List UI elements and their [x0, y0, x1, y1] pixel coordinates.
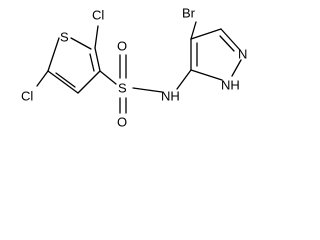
bond-c2-c3 — [94, 47, 101, 72]
bond-s1-c5 — [47, 37, 60, 72]
molecule-structure: S Cl Cl S O O NH Br N NH — [21, 5, 247, 129]
bond-c4-c5 — [47, 70, 79, 94]
bromine-label: Br — [182, 5, 196, 20]
bond-c4-c3 — [190, 28, 222, 40]
bond-n1-c5 — [190, 69, 223, 81]
bond-c5-cl — [36, 70, 49, 87]
thiophene-ring-bonds — [47, 37, 101, 94]
bond-c3-s — [99, 70, 117, 85]
bond-n2-n1 — [231, 59, 242, 77]
pyrazole-nh-label: NH — [221, 77, 240, 92]
chlorine-bottom-label: Cl — [21, 88, 33, 103]
bond-c3-c4 — [77, 70, 101, 94]
bond-c4-c5-inner — [55, 72, 76, 88]
bond-n-c5pyr — [176, 69, 192, 90]
bond-c3-n2-inner — [219, 35, 235, 52]
bond-s1-c2 — [70, 37, 92, 50]
bond-s-n — [132, 87, 163, 93]
sulfonyl-sulfur-label: S — [118, 80, 127, 95]
bond-c4-br — [190, 21, 197, 40]
oxygen-bottom-label: O — [117, 114, 127, 129]
pyrazole-ring-bonds — [190, 28, 242, 81]
oxygen-top-label: O — [117, 38, 127, 53]
chlorine-top-label: Cl — [92, 7, 104, 22]
thiophene-sulfur-label: S — [60, 29, 69, 44]
amine-nitrogen-label: NH — [161, 88, 180, 103]
pyrazole-nitrogen-label: N — [238, 46, 247, 61]
bond-c2-cl — [94, 25, 99, 49]
bond-c3-n2 — [220, 28, 241, 51]
bond-c2-c3-inner — [89, 53, 95, 72]
sulfonyl-bonds — [99, 54, 163, 114]
